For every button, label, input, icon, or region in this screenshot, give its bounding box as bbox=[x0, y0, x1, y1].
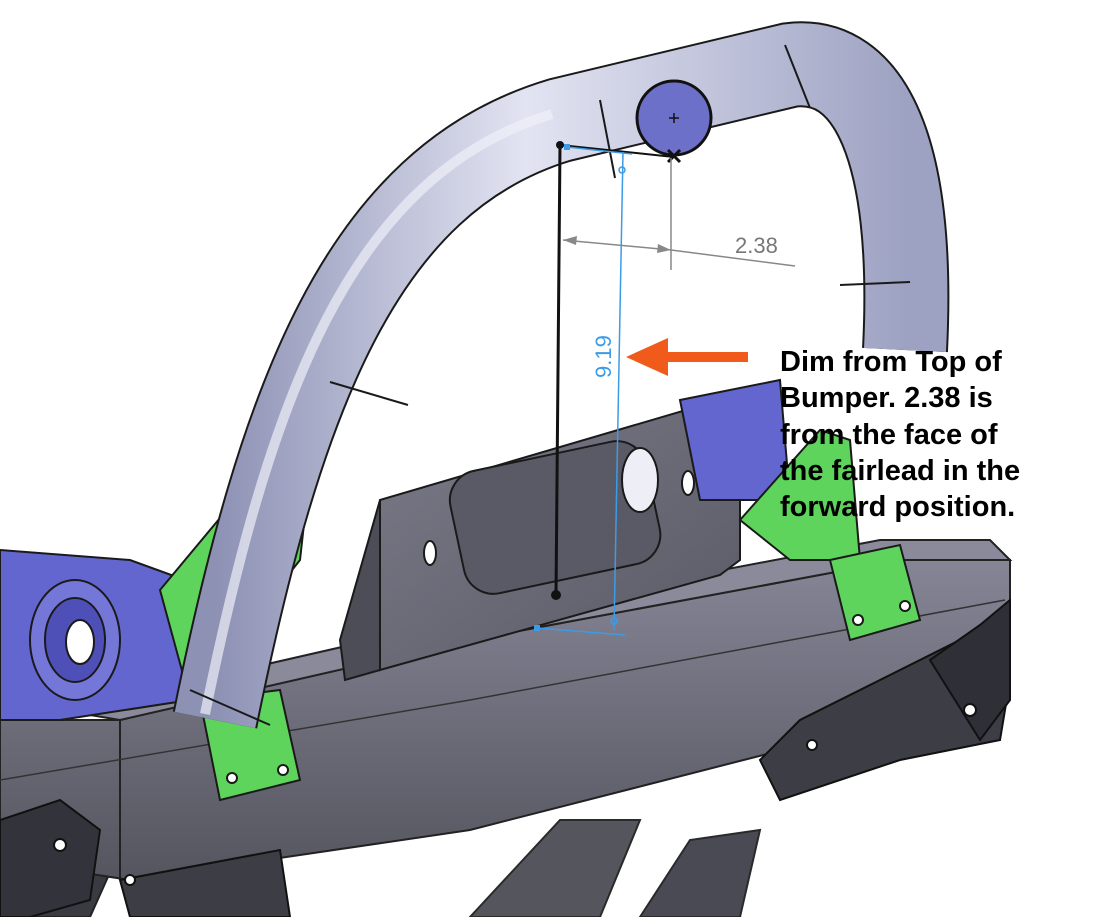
blue-shackle-mounts bbox=[0, 378, 792, 721]
annotation-line: Dim from Top of bbox=[780, 346, 1002, 378]
annotation-text: Dim from Top of Bumper. 2.38 is from the… bbox=[780, 344, 1080, 525]
sketch-vertical-line bbox=[551, 141, 682, 600]
dimension-horizontal-label[interactable]: 2.38 bbox=[735, 233, 778, 258]
annotation-line: the fairlead in the bbox=[780, 454, 1021, 487]
callout-arrow bbox=[626, 338, 748, 376]
hoop-tube bbox=[172, 21, 950, 729]
winch-plate bbox=[338, 399, 741, 682]
sketch-circle bbox=[635, 79, 713, 157]
end-plates bbox=[0, 597, 1012, 918]
dimension-horizontal: 2.38 bbox=[562, 158, 796, 270]
dimension-vertical-label[interactable]: 9.19 bbox=[591, 335, 616, 378]
annotation-line: forward position. bbox=[780, 491, 1016, 523]
dimension-vertical: 9.19 bbox=[534, 144, 633, 636]
annotation-line: from the face of bbox=[780, 418, 998, 451]
annotation-line: Bumper. 2.38 is bbox=[780, 382, 993, 415]
